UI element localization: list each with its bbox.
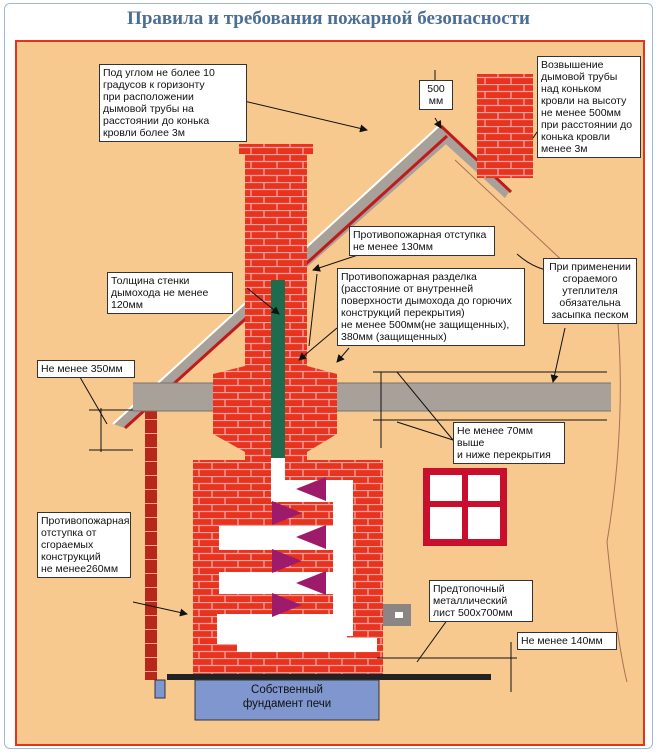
label-min-140: Не менее 140мм [517, 632, 617, 650]
label-firebreak: Противопожарная разделка (расстояние от … [337, 268, 525, 346]
window-icon [423, 468, 507, 546]
house-stove-drawing [76, 70, 628, 721]
label-setback-260: Противопожарная отступка от сгораемых ко… [37, 512, 131, 578]
label-chimney-angle: Под углом не более 10 градусов к горизон… [99, 64, 247, 142]
diagram-frame: Правила и требования пожарной безопаснос… [4, 3, 653, 749]
label-setback-130: Противопожарная отступка не менее 130мм [349, 226, 495, 256]
chimney-right [477, 74, 533, 178]
diagram-stage: Под углом не более 10 градусов к горизон… [15, 40, 645, 746]
foundation-block [195, 680, 379, 720]
label-insulation: При применении сгораемого утеплителя обя… [543, 258, 637, 324]
label-wall-thickness: Толщина стенки дымохода не менее 120мм [107, 272, 233, 314]
label-pre-furnace-sheet: Предтопочный металлический лист 500х700м… [429, 580, 533, 622]
pre-furnace-sheet [167, 674, 491, 680]
label-chimney-rise: Возвышение дымовой трубы над коньком кро… [537, 56, 641, 158]
page-title: Правила и требования пожарной безопаснос… [127, 8, 530, 29]
ceiling-slab [133, 383, 611, 411]
label-min-70: Не менее 70мм выше и ниже перекрытия [453, 422, 565, 464]
flow-arrows [272, 477, 326, 617]
left-wall [145, 408, 157, 680]
label-foundation: Собственный фундамент печи [242, 684, 332, 710]
flue-channel [271, 280, 285, 458]
label-min-350: Не менее 350мм [37, 360, 135, 378]
label-ridge-500: 500 мм [419, 80, 453, 110]
